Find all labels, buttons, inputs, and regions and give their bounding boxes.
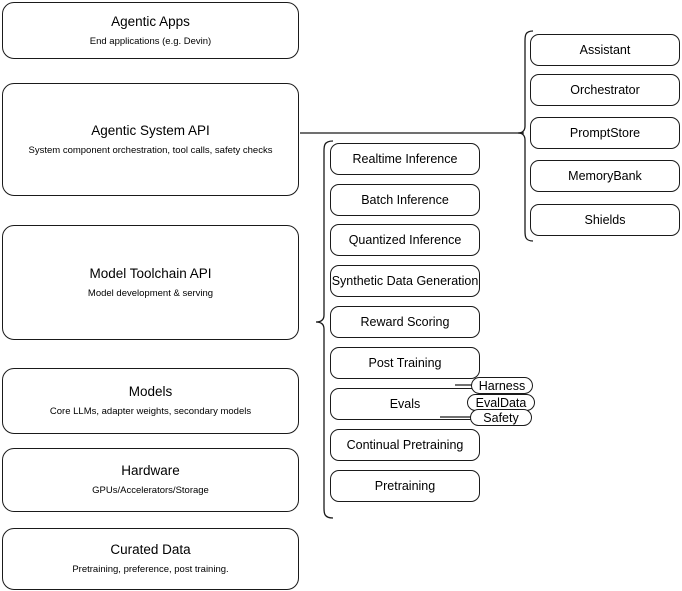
stack-layer-subtitle: Core LLMs, adapter weights, secondary mo… <box>49 406 252 417</box>
eval-tag-evaldata[interactable]: EvalData <box>467 394 535 411</box>
toolchain-component-continual-pretraining[interactable]: Continual Pretraining <box>330 429 480 461</box>
toolchain-component-quantized-inference[interactable]: Quantized Inference <box>330 224 480 256</box>
stack-layer-title: Curated Data <box>110 542 191 558</box>
stack-layer-models[interactable]: Models Core LLMs, adapter weights, secon… <box>2 368 299 434</box>
toolchain-component-evals[interactable]: Evals <box>330 388 480 420</box>
stack-layer-subtitle: GPUs/Accelerators/Storage <box>92 485 209 496</box>
toolchain-component-reward-scoring[interactable]: Reward Scoring <box>330 306 480 338</box>
stack-layer-title: Hardware <box>121 463 180 479</box>
stack-layer-agentic-system-api[interactable]: Agentic System API System component orch… <box>2 83 299 196</box>
stack-layer-subtitle: End applications (e.g. Devin) <box>89 35 212 47</box>
toolchain-component-batch-inference[interactable]: Batch Inference <box>330 184 480 216</box>
stack-layer-subtitle: Pretraining, preference, post training. <box>72 564 229 575</box>
stack-layer-curated-data[interactable]: Curated Data Pretraining, preference, po… <box>2 528 299 590</box>
stack-layer-model-toolchain-api[interactable]: Model Toolchain API Model development & … <box>2 225 299 340</box>
agentic-component-memorybank[interactable]: MemoryBank <box>530 160 680 192</box>
agentic-component-assistant[interactable]: Assistant <box>530 34 680 66</box>
eval-tag-harness[interactable]: Harness <box>471 377 533 394</box>
stack-layer-subtitle: Model development & serving <box>87 287 214 299</box>
stack-layer-title: Models <box>128 384 173 400</box>
agentic-component-shields[interactable]: Shields <box>530 204 680 236</box>
stack-layer-hardware[interactable]: Hardware GPUs/Accelerators/Storage <box>2 448 299 512</box>
eval-tag-safety[interactable]: Safety <box>470 409 532 426</box>
toolchain-component-post-training[interactable]: Post Training <box>330 347 480 379</box>
stack-layer-agentic-apps[interactable]: Agentic Apps End applications (e.g. Devi… <box>2 2 299 59</box>
stack-layer-subtitle: System component orchestration, tool cal… <box>28 144 273 156</box>
toolchain-component-synthetic-data-generation[interactable]: Synthetic Data Generation <box>330 265 480 297</box>
agentic-component-orchestrator[interactable]: Orchestrator <box>530 74 680 106</box>
stack-layer-title: Agentic System API <box>91 122 210 138</box>
toolchain-component-pretraining[interactable]: Pretraining <box>330 470 480 502</box>
stack-layer-title: Agentic Apps <box>111 13 190 29</box>
toolchain-component-realtime-inference[interactable]: Realtime Inference <box>330 143 480 175</box>
stack-layer-title: Model Toolchain API <box>89 265 212 281</box>
agentic-component-promptstore[interactable]: PromptStore <box>530 117 680 149</box>
